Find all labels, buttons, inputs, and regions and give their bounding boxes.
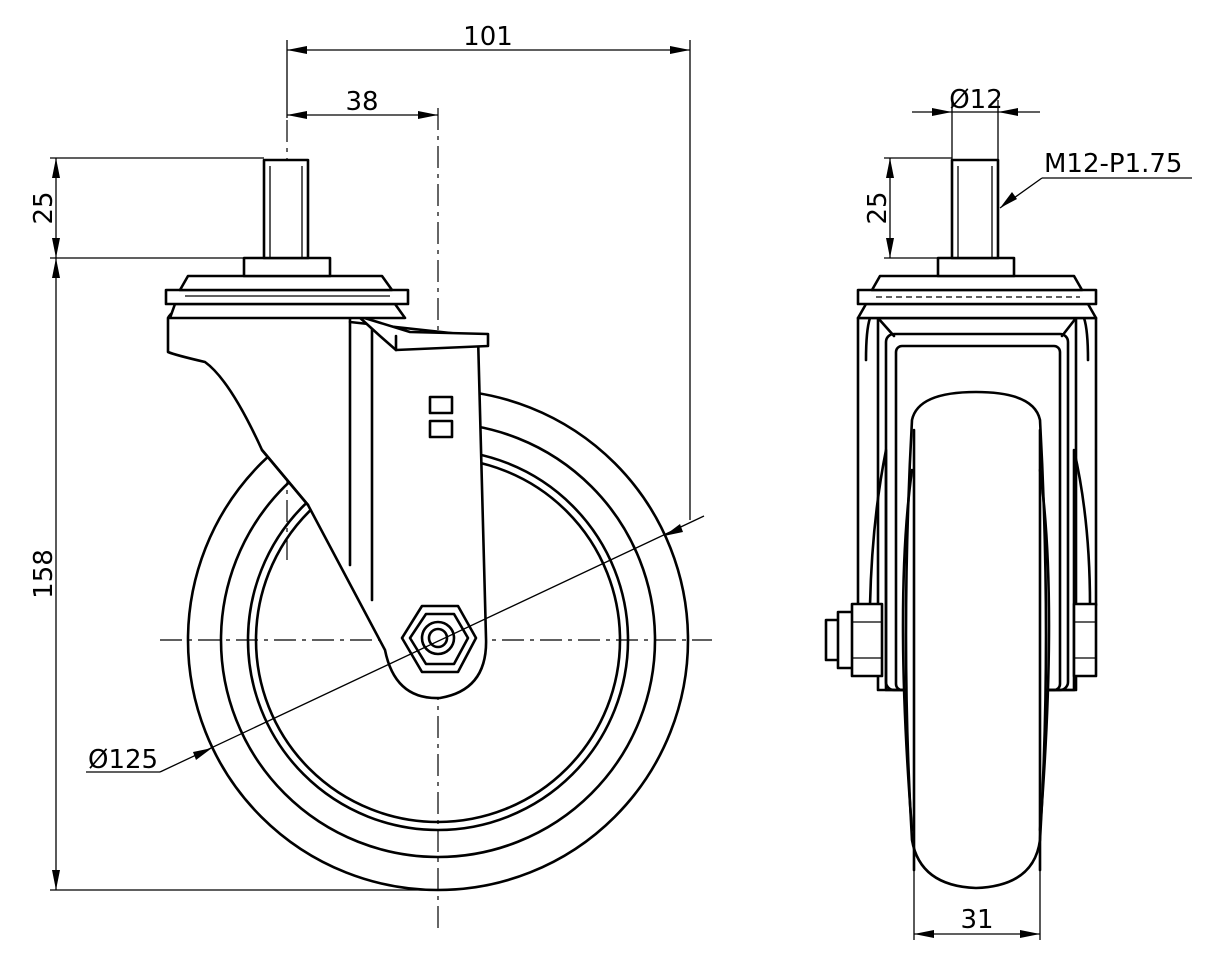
dim-stem-length-side: 25: [29, 191, 59, 224]
fork-top-tab: [356, 314, 490, 352]
dim101-arrow-right: [670, 46, 690, 54]
dim125-arrow-lower: [193, 748, 212, 760]
dim101-arrow-left: [287, 46, 307, 54]
top-plate: [164, 288, 410, 306]
dim-stem-length-front: 25: [863, 191, 893, 224]
dim-wheel-width: 31: [960, 905, 993, 935]
tire-bulge-right: [1038, 468, 1051, 832]
fork-inner-left: [864, 316, 872, 362]
dim-thread-spec: M12-P1.75: [1044, 149, 1182, 179]
fork-corner-right: [1060, 316, 1078, 338]
axle-bolt: [427, 627, 449, 649]
front-stem-hex: [936, 256, 1016, 278]
axle-nut-left: [850, 602, 884, 678]
fork-leg: [166, 306, 488, 700]
dim31-arrow-right: [1020, 930, 1040, 938]
fork-slot-top: [428, 395, 454, 415]
swivel-raceway: [168, 302, 407, 320]
dim125-arrow-upper: [664, 524, 683, 536]
front-view: Ø12 25 M12-P1.75 31: [824, 85, 1192, 940]
dim25-arrow-bottom: [52, 238, 60, 258]
dim125-diameter-line: [159, 515, 705, 773]
dim38-arrow-left: [287, 111, 307, 119]
top-plate-cap: [178, 274, 394, 292]
dim38-arrow-right: [418, 111, 438, 119]
front-top-plate-cap: [870, 274, 1084, 292]
dim-stem-diameter: Ø12: [949, 85, 1003, 115]
dim12-arrow-left: [932, 108, 952, 116]
fork-corner-left: [876, 316, 896, 338]
front-tire: [904, 390, 1048, 890]
dim12-arrow-right: [998, 108, 1018, 116]
dim25f-arrow-bottom: [886, 238, 894, 258]
dim158-arrow-bottom: [52, 870, 60, 890]
dim31-arrow-left: [914, 930, 934, 938]
fork-slot-bottom: [428, 419, 454, 439]
dim158-arrow-top: [52, 258, 60, 278]
fork-bend: [260, 448, 310, 507]
thread-leader-arrow: [1000, 192, 1017, 208]
stem-hex-base: [242, 256, 332, 278]
fork-inner-right: [1082, 316, 1090, 362]
axle-nut-right: [1072, 602, 1098, 678]
tire-bulge-left: [901, 468, 914, 832]
dim25-arrow-top: [52, 158, 60, 178]
dim-total-height: 158: [29, 549, 59, 599]
dim-stem-offset: 38: [345, 87, 378, 117]
side-view: 101 38 25 158 Ø125: [29, 22, 712, 930]
axle-washer: [420, 620, 456, 656]
threaded-stem: [262, 158, 310, 260]
dim-wheel-diameter: Ø125: [88, 745, 158, 775]
dim-overall-width: 101: [463, 22, 513, 52]
front-raceway: [856, 302, 1098, 320]
front-stem: [950, 158, 1000, 260]
dim25f-arrow-top: [886, 158, 894, 178]
